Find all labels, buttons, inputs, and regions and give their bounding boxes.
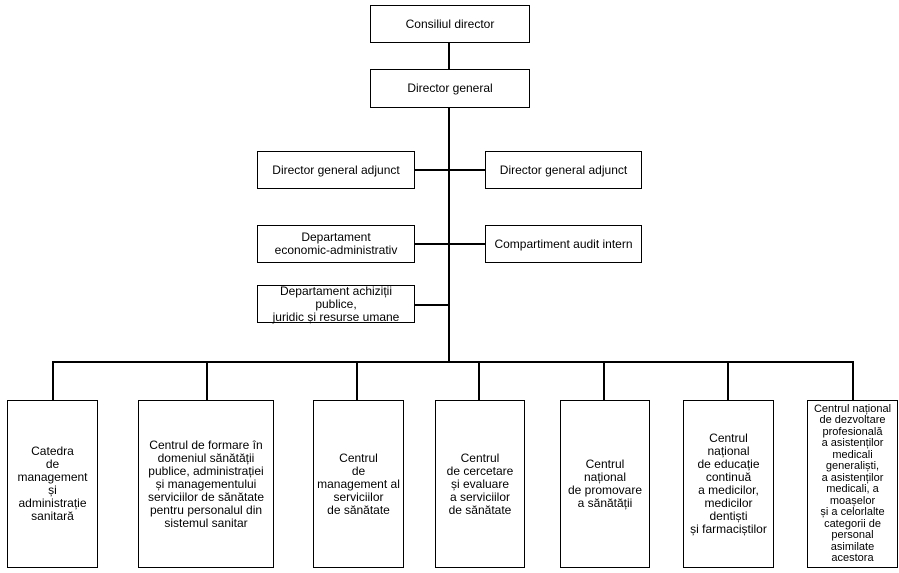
node-centru-dezvoltare: Centrul național de dezvoltare profesion… — [807, 400, 898, 568]
node-director-general: Director general — [370, 69, 530, 108]
node-centru-management: Centrul de management al serviciilor de … — [313, 400, 404, 568]
connector-line — [356, 361, 358, 400]
connector-line — [415, 243, 485, 245]
node-catedra: Catedra de management și administrație s… — [7, 400, 98, 568]
connector-line — [727, 361, 729, 400]
connector-line — [52, 361, 853, 363]
node-centru-promovare: Centrul național de promovare a sănătăți… — [560, 400, 650, 568]
node-centru-educatie: Centrul național de educație continuă a … — [683, 400, 774, 568]
node-director-adjunct-left: Director general adjunct — [257, 151, 415, 189]
connector-line — [415, 304, 449, 306]
connector-line — [206, 361, 208, 400]
connector-line — [415, 169, 485, 171]
node-director-adjunct-right: Director general adjunct — [485, 151, 642, 189]
node-departament-economic: Departament economic-administrativ — [257, 225, 415, 263]
node-departament-achizitii: Departament achiziții publice, juridic ș… — [257, 284, 415, 323]
node-centru-formare: Centrul de formare în domeniul sănătății… — [138, 400, 274, 568]
connector-line — [852, 361, 854, 400]
node-consiliul-director: Consiliul director — [370, 5, 530, 43]
connector-line — [52, 361, 54, 400]
node-compartiment-audit: Compartiment audit intern — [485, 225, 642, 263]
connector-line — [448, 43, 450, 69]
node-centru-cercetare: Centrul de cercetare și evaluare a servi… — [435, 400, 525, 568]
connector-line — [603, 361, 605, 400]
connector-line — [478, 361, 480, 400]
connector-line — [448, 108, 450, 362]
